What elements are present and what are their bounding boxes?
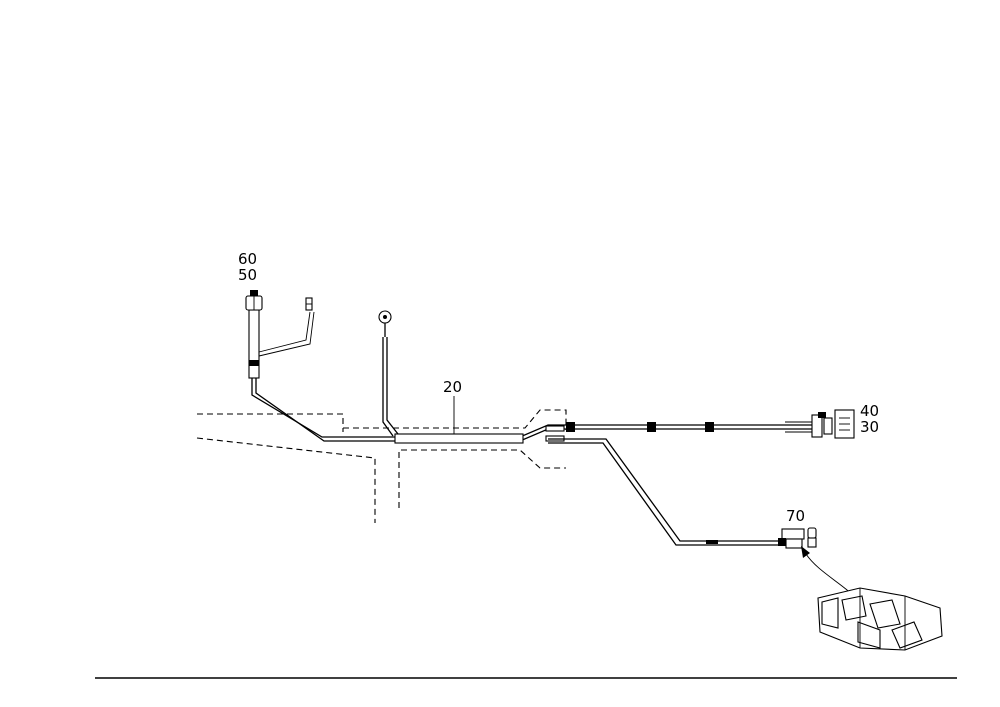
ring-terminal-branch	[378, 310, 399, 437]
left-branch	[248, 309, 315, 379]
connector-50-60	[245, 290, 263, 311]
harness-tape-1	[566, 422, 575, 432]
harness-sleeve	[394, 433, 524, 444]
harness-tape-3	[705, 422, 714, 432]
connector-70	[778, 527, 817, 549]
lower-branch	[548, 438, 800, 546]
small-plug	[305, 297, 313, 311]
callout-60: 60	[238, 250, 257, 268]
callout-40: 40	[860, 402, 879, 420]
installation-arrow	[801, 546, 856, 599]
body-outline	[196, 409, 567, 523]
main-harness	[251, 378, 812, 444]
harness-tape-2	[647, 422, 656, 432]
connector-30-40	[811, 409, 855, 439]
callout-30: 30	[860, 418, 879, 436]
callout-70: 70	[786, 507, 805, 525]
callout-50: 50	[238, 266, 257, 284]
callout-20: 20	[443, 378, 462, 396]
fuse-box	[817, 587, 943, 651]
